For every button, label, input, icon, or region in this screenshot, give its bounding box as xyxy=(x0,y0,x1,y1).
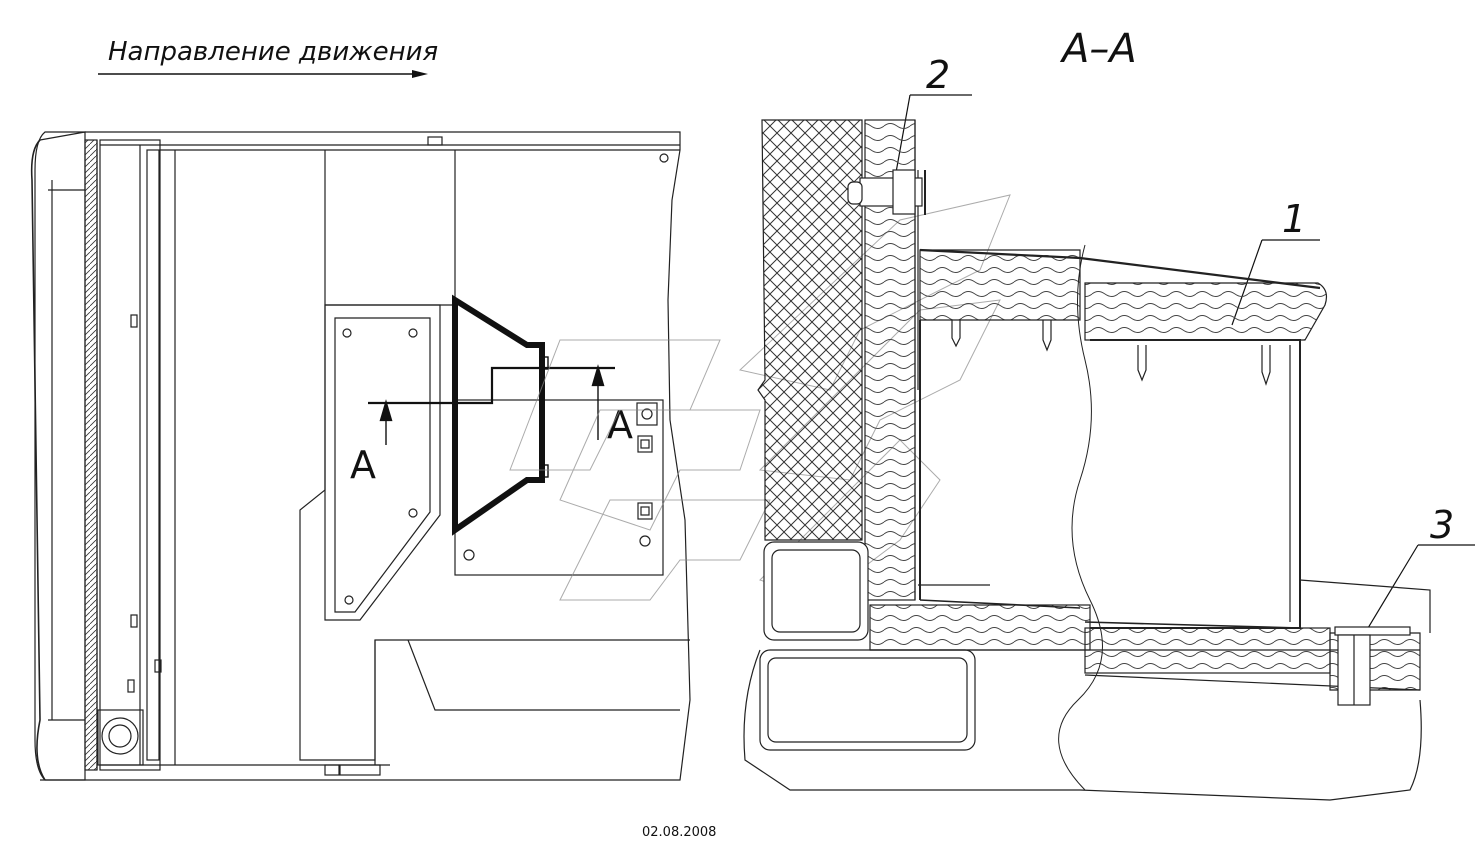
direction-indicator: Направление движения xyxy=(98,37,438,78)
direction-label: Направление движения xyxy=(108,37,438,67)
section-title: А–А xyxy=(1059,26,1137,72)
svg-text:1: 1 xyxy=(1282,197,1306,241)
svg-text:2: 2 xyxy=(926,53,950,97)
callout-3: 3 xyxy=(1361,503,1475,639)
callout-2: 2 xyxy=(894,53,972,179)
section-view xyxy=(743,119,1431,801)
section-line xyxy=(368,364,615,445)
svg-text:3: 3 xyxy=(1430,503,1454,547)
section-marker-left: А xyxy=(350,443,376,487)
drawing-date: 02.08.2008 xyxy=(642,825,716,840)
vehicle-top-view xyxy=(30,131,691,781)
component-outline xyxy=(452,294,545,536)
